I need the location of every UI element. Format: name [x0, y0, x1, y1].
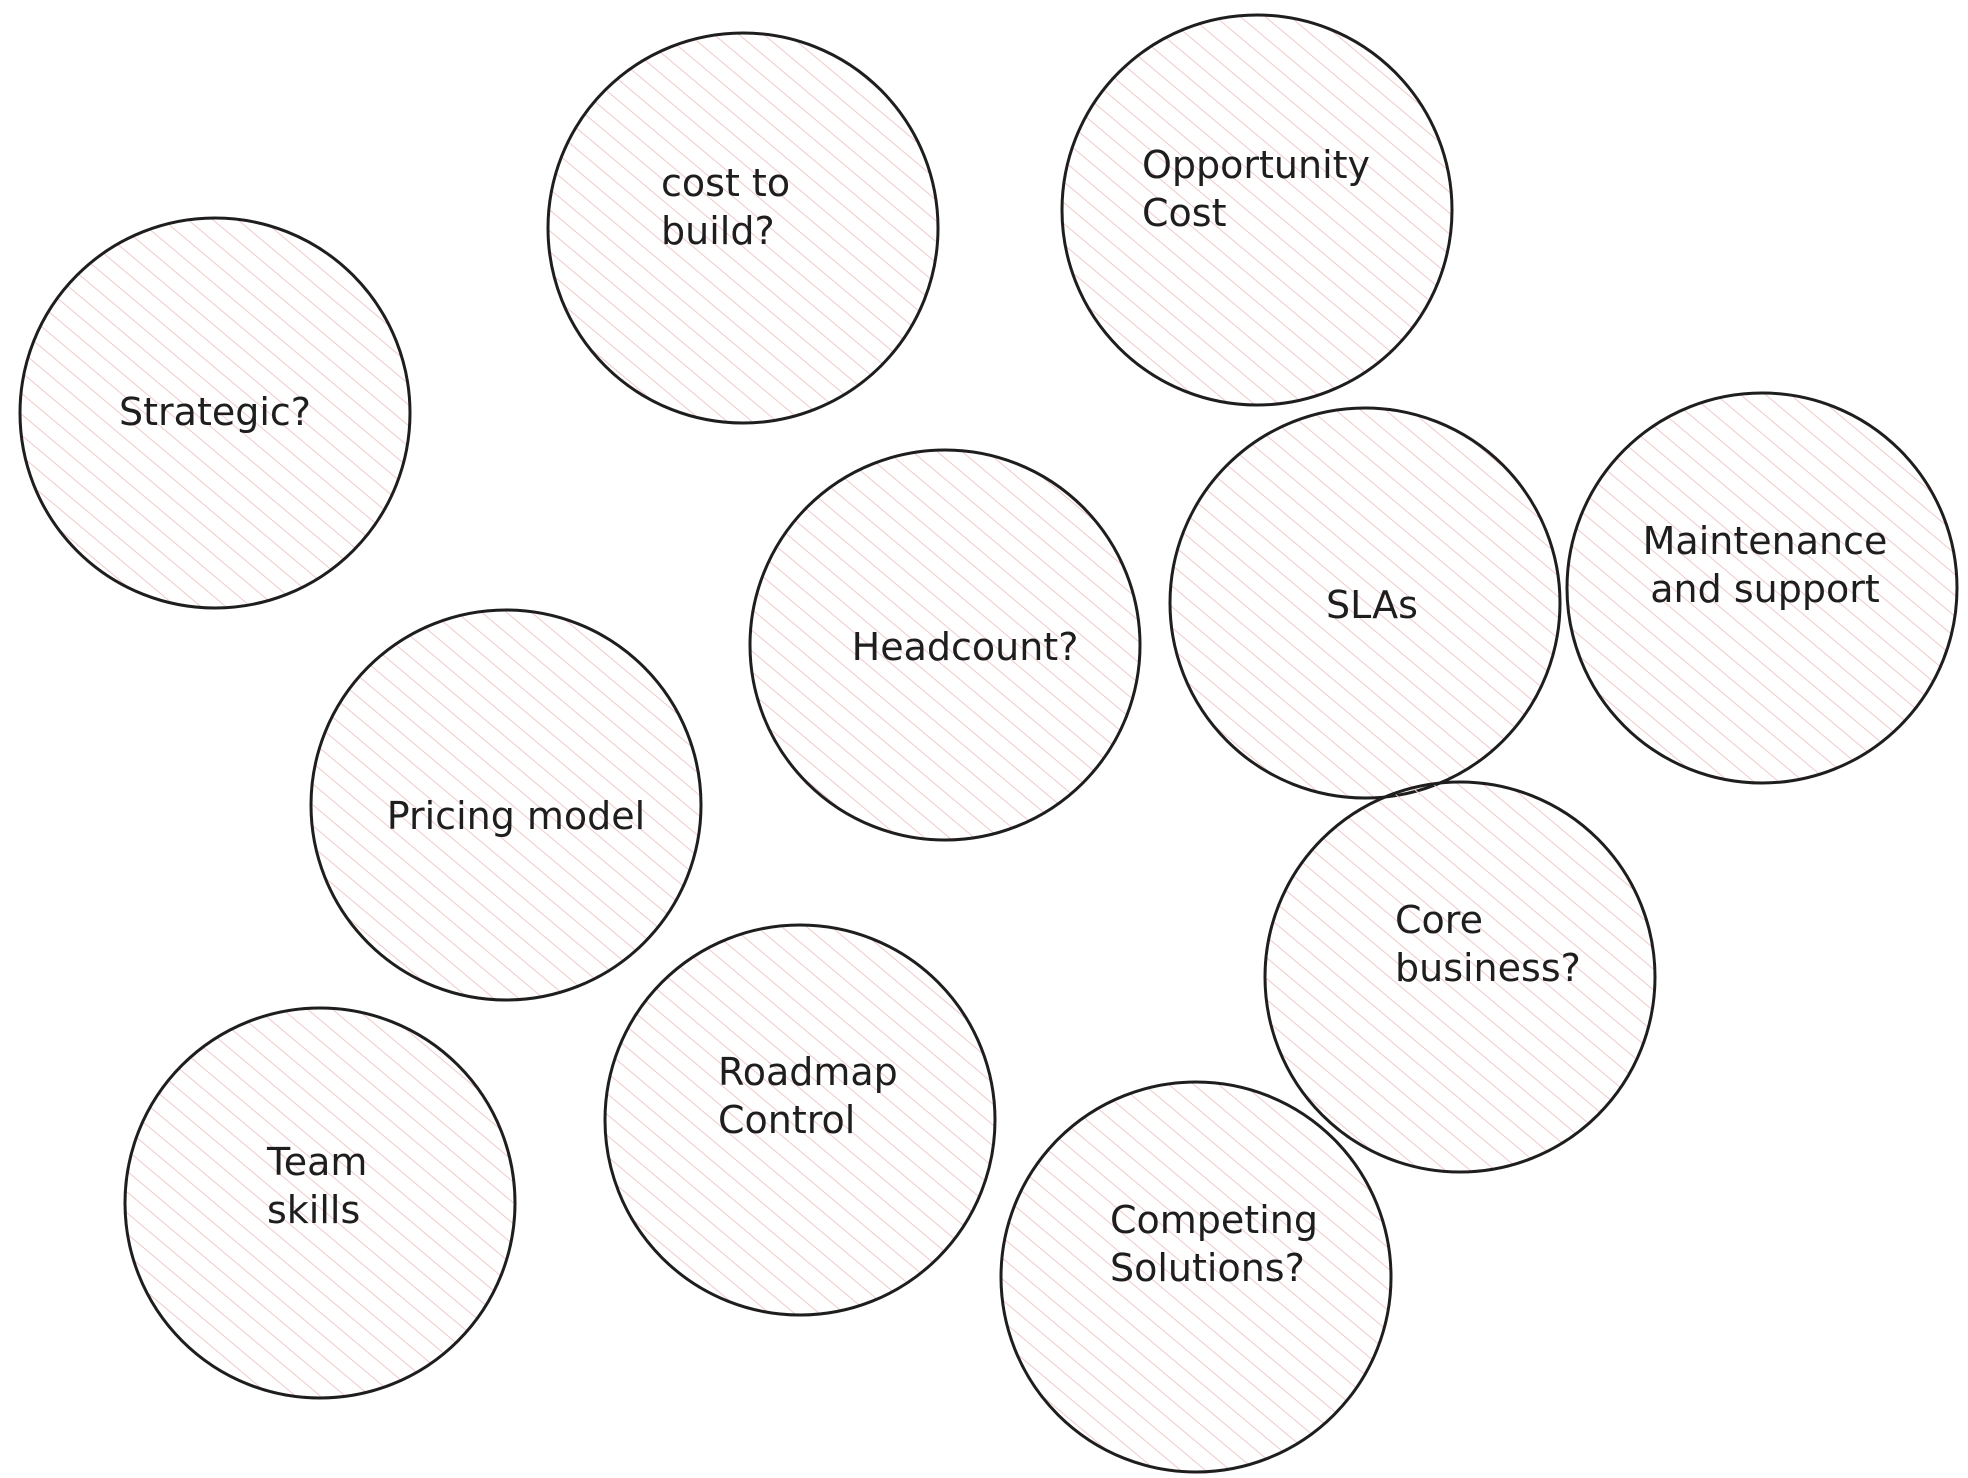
node-slas[interactable]: SLAs — [1168, 406, 1562, 800]
node-label: Headcount? — [852, 625, 1079, 669]
node-circle[interactable] — [1060, 13, 1454, 407]
node-label-line: build? — [661, 209, 775, 253]
node-label-line: Roadmap — [718, 1050, 898, 1094]
node-label-line: Maintenance — [1643, 519, 1888, 563]
node-circle[interactable] — [309, 608, 703, 1002]
node-label-line: Team — [266, 1140, 367, 1184]
node-circle[interactable] — [1565, 391, 1959, 785]
node-label-line: and support — [1650, 567, 1879, 611]
node-label: SLAs — [1326, 583, 1418, 627]
node-label-line: cost to — [661, 161, 790, 205]
node-label: Pricing model — [387, 794, 646, 838]
node-label-line: Opportunity — [1142, 143, 1370, 187]
node-label-line: Competing — [1110, 1198, 1318, 1242]
node-strategic[interactable]: Strategic? — [18, 216, 412, 610]
node-circle[interactable] — [748, 448, 1142, 842]
node-circle[interactable] — [999, 1080, 1393, 1474]
node-circle[interactable] — [1168, 406, 1562, 800]
node-circle[interactable] — [603, 923, 997, 1317]
node-label-line: Control — [718, 1098, 855, 1142]
node-label-line: Solutions? — [1110, 1246, 1305, 1290]
node-label-line: SLAs — [1326, 583, 1418, 627]
node-label: Strategic? — [119, 390, 311, 434]
node-label-line: business? — [1395, 946, 1581, 990]
node-pricing-model[interactable]: Pricing model — [309, 608, 703, 1002]
node-headcount[interactable]: Headcount? — [748, 448, 1142, 842]
node-circle[interactable] — [18, 216, 412, 610]
node-label-line: Core — [1395, 898, 1483, 942]
node-label-line: Headcount? — [852, 625, 1079, 669]
node-label-line: Cost — [1142, 191, 1226, 235]
node-label-line: Strategic? — [119, 390, 311, 434]
node-circle[interactable] — [123, 1006, 517, 1400]
node-label-line: Pricing model — [387, 794, 646, 838]
node-circle[interactable] — [546, 31, 940, 425]
node-circle[interactable] — [1263, 780, 1657, 1174]
node-label-line: skills — [267, 1188, 360, 1232]
